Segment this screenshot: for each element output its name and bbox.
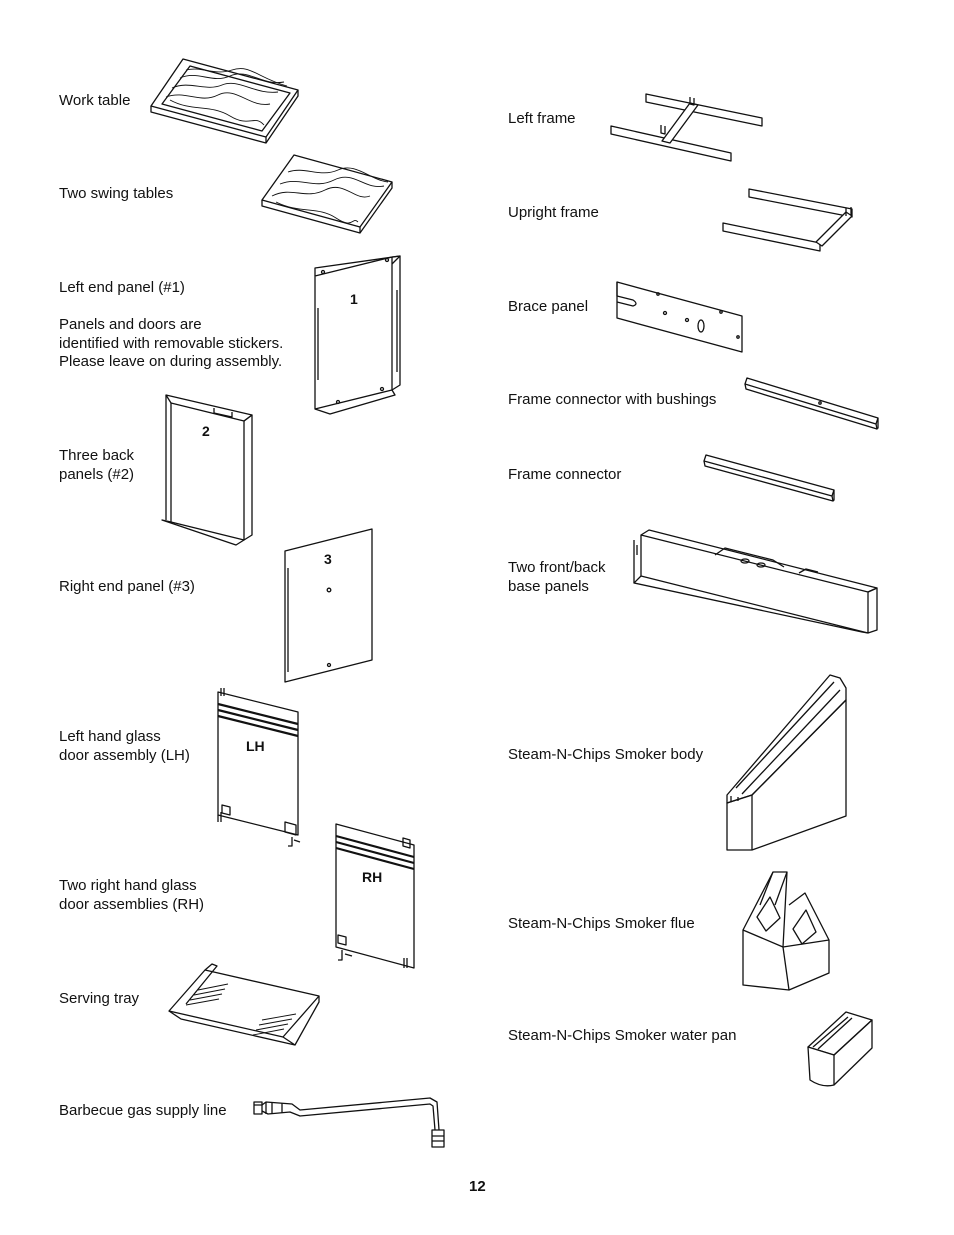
door-marking-rh: RH [362,869,382,885]
door-marking-lh: LH [246,738,265,754]
base-panels-illustration [634,530,877,633]
label-right-hand-glass-doors: Two right hand glass door assemblies (RH… [59,877,205,913]
label-smoker-water-pan: Steam-N-Chips Smoker water pan [508,1027,737,1044]
back-panel-illustration: 2 [162,395,252,545]
label-serving-tray: Serving tray [59,990,140,1007]
frame-connector-bushings-illustration [745,378,878,429]
rh-door-illustration: RH [336,824,414,968]
frame-connector-illustration [704,455,834,501]
label-frame-connector: Frame connector [508,466,622,483]
label-upright-frame: Upright frame [508,204,599,221]
work-table-illustration [151,59,298,143]
smoker-flue-illustration [743,872,829,990]
label-gas-supply-line: Barbecue gas supply line [59,1102,227,1119]
note-stickers: Panels and doors are identified with rem… [59,316,284,370]
page-number: 12 [469,1178,486,1195]
label-smoker-body: Steam-N-Chips Smoker body [508,746,704,763]
left-frame-illustration [611,94,762,161]
panel-marking-2: 2 [202,423,210,439]
label-base-panels: Two front/back base panels [508,559,606,595]
left-end-panel-illustration: 1 [315,256,400,414]
label-brace-panel: Brace panel [508,298,589,315]
label-left-frame: Left frame [508,110,576,127]
right-end-panel-illustration: 3 [285,529,372,682]
upright-frame-illustration [723,189,852,251]
smoker-water-pan-illustration [808,1012,872,1086]
serving-tray-illustration [169,964,319,1045]
label-work-table: Work table [59,92,131,109]
label-frame-connector-bushings: Frame connector with bushings [508,391,717,408]
label-smoker-flue: Steam-N-Chips Smoker flue [508,915,695,932]
label-left-end-panel: Left end panel (#1) [59,279,185,296]
label-left-hand-glass-door: Left hand glass door assembly (LH) [59,728,190,764]
panel-marking-1: 1 [350,291,358,307]
gas-supply-line-illustration [254,1098,444,1147]
smoker-body-illustration [727,675,846,850]
swing-tables-illustration [262,155,392,233]
brace-panel-illustration [617,282,742,352]
label-right-end-panel: Right end panel (#3) [59,578,195,595]
panel-marking-3: 3 [324,551,332,567]
label-three-back-panels: Three back panels (#2) [59,447,135,483]
lh-door-illustration: LH [218,688,300,846]
label-two-swing-tables: Two swing tables [59,185,174,202]
